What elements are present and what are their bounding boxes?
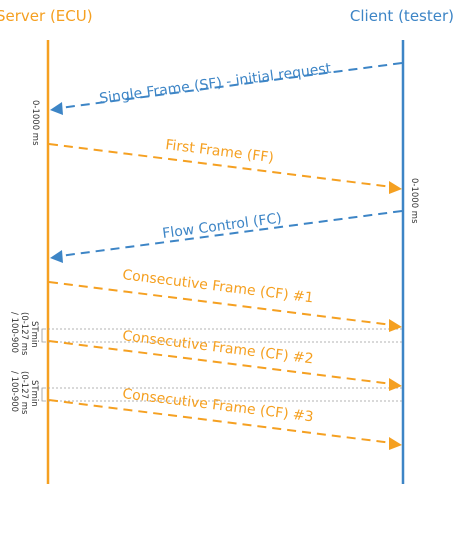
stmin-label-2-line2: (0-127 ms xyxy=(19,371,29,415)
client-timing-label: 0-1000 ms xyxy=(409,178,419,224)
stmin-label-2-line1: STmin xyxy=(29,380,39,407)
stmin-label-2-line3: / 100-900 xyxy=(9,371,19,412)
ff-arrowhead xyxy=(389,181,402,194)
fc-arrow-line xyxy=(59,210,403,257)
sf-arrow-line xyxy=(59,62,403,109)
sf-label: Single Frame (SF) - initial request xyxy=(98,61,332,107)
client-title: Client (tester) xyxy=(350,7,454,25)
cf3-arrowhead xyxy=(389,437,402,450)
cf3-label: Consecutive Frame (CF) #3 xyxy=(122,386,315,425)
ff-arrow-line xyxy=(48,143,393,188)
cf2-arrow-line xyxy=(48,340,393,385)
server-timing-label: 0-1000 ms xyxy=(30,100,40,146)
stmin-label-1: STmin (0-127 ms / 100-900 xyxy=(9,312,39,356)
stmin-label-1-line3: / 100-900 xyxy=(9,312,19,353)
stmin-label-1-line1: STmin xyxy=(29,321,39,348)
stmin-label-2: STmin (0-127 ms / 100-900 xyxy=(9,371,39,415)
cf2-arrowhead xyxy=(389,378,402,391)
cf1-label: Consecutive Frame (CF) #1 xyxy=(122,267,315,306)
cf1-arrow-line xyxy=(48,281,393,326)
sf-arrowhead xyxy=(50,102,63,115)
fc-label: Flow Control (FC) xyxy=(161,210,282,242)
stmin-bracket-1 xyxy=(41,328,44,343)
stmin-label-1-line2: (0-127 ms xyxy=(19,312,29,356)
server-title: Server (ECU) xyxy=(0,7,93,25)
ff-label: First Frame (FF) xyxy=(165,137,275,166)
cf1-arrowhead xyxy=(389,319,402,332)
cf3-arrow-line xyxy=(48,399,393,444)
stmin-bracket-2 xyxy=(41,387,44,402)
fc-arrowhead xyxy=(50,250,63,263)
